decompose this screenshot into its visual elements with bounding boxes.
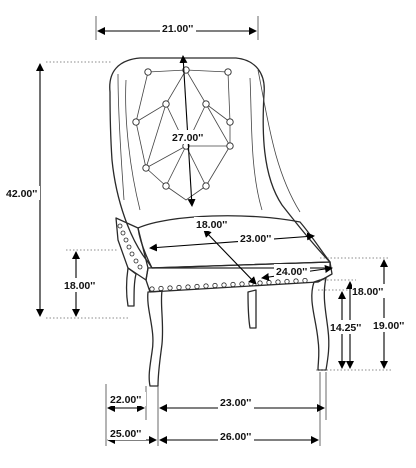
overall-height-label: 42.00'' xyxy=(6,188,37,200)
overall-width-label: 21.00'' xyxy=(162,23,193,35)
leg-span-23-label: 23.00'' xyxy=(220,397,251,409)
right-wing-edge xyxy=(257,69,301,213)
dimension-labels: 21.00'' 42.00'' 18.00'' 27.00'' 18.00'' … xyxy=(6,20,410,443)
seat-width-arrow xyxy=(149,232,315,252)
seat-width-label: 23.00'' xyxy=(240,233,271,245)
back-height-label: 27.00'' xyxy=(172,132,203,144)
front-right-leg xyxy=(311,277,330,371)
seat-depth-label: 18.00'' xyxy=(196,219,227,231)
seat-to-top-label: 19.00'' xyxy=(373,320,404,332)
leg-span-22-label: 22.00'' xyxy=(110,394,141,406)
side-height-label: 18.00'' xyxy=(64,280,95,292)
left-wing-edge xyxy=(117,73,125,201)
seat-height-label: 18.00'' xyxy=(352,286,383,298)
base-width-26-label: 26.00'' xyxy=(220,431,251,443)
base-depth-25-label: 25.00'' xyxy=(110,428,141,440)
seat-depth-arrow xyxy=(203,229,257,285)
front-left-leg xyxy=(147,290,164,387)
rear-right-leg xyxy=(247,289,257,329)
rear-left-leg xyxy=(125,267,137,307)
seat-side-rail xyxy=(115,217,149,281)
floor-to-seat-label: 14.25'' xyxy=(330,322,361,334)
front-nailheads xyxy=(149,277,308,292)
chair-back-inner xyxy=(125,77,263,211)
chair-back-outline xyxy=(109,57,331,269)
seat-front-width-label: 24.00'' xyxy=(276,266,307,278)
tufting-buttons xyxy=(132,66,234,190)
side-nailheads xyxy=(117,223,143,270)
